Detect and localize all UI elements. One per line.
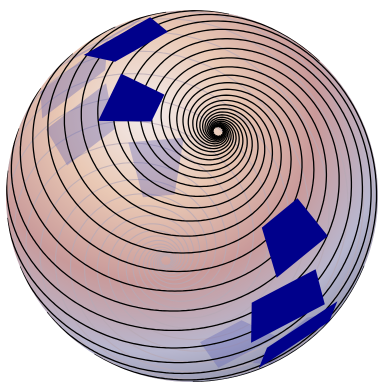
sphere-svg <box>0 0 383 389</box>
sphere-figure <box>0 0 383 389</box>
